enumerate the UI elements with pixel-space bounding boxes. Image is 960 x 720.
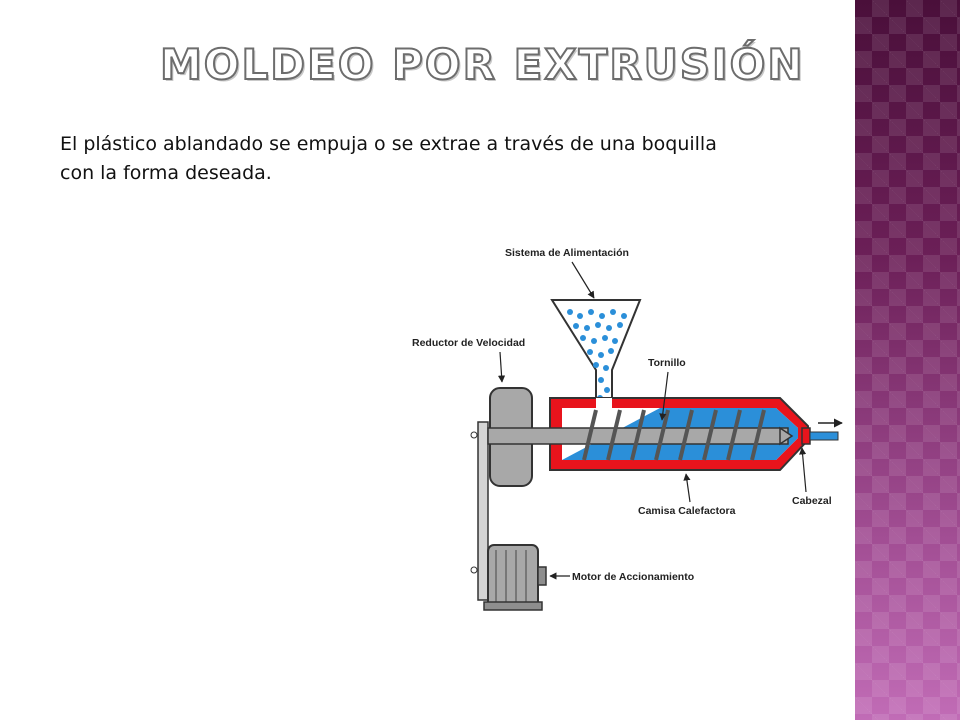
label-heating-jacket: Camisa Calefactora	[638, 505, 736, 517]
slide-title: MOLDEO POR EXTRUSIÓN	[159, 39, 805, 90]
arrow-feed-system	[571, 261, 595, 299]
label-screw: Tornillo	[648, 357, 686, 369]
arrow-head	[799, 447, 807, 493]
drive-belt	[470, 421, 489, 601]
label-head: Cabezal	[792, 495, 832, 507]
label-drive-motor: Motor de Accionamiento	[572, 571, 694, 583]
extrusion-diagram: Sistema de Alimentación Reductor de Velo…	[412, 247, 843, 611]
screw	[487, 409, 794, 461]
arrow-screw	[659, 371, 669, 421]
drive-motor	[483, 544, 547, 611]
label-speed-reducer: Reductor de Velocidad	[412, 337, 525, 349]
arrow-heating-jacket	[683, 473, 691, 503]
label-feed-system: Sistema de Alimentación	[505, 247, 629, 259]
slide-body-text: El plástico ablandado se empuja o se ext…	[60, 133, 717, 184]
arrow-speed-reducer	[497, 351, 506, 383]
die-head	[801, 418, 843, 445]
decorative-side-panel	[855, 0, 960, 720]
feed-hopper	[550, 299, 642, 423]
